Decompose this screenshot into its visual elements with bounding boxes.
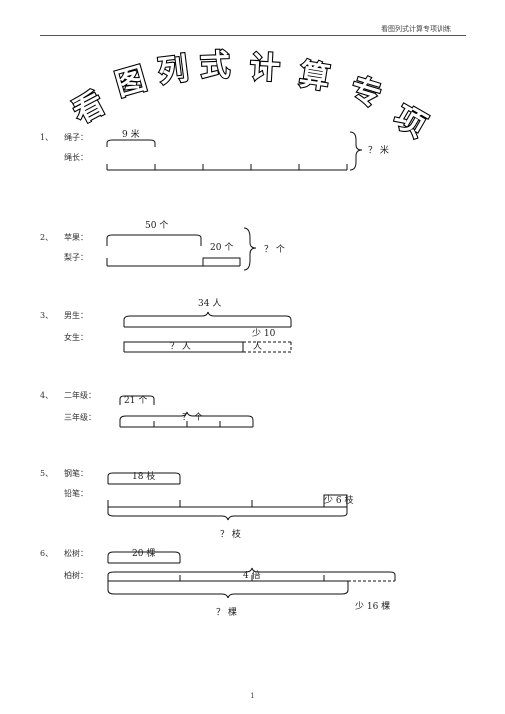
problem-5-text: 5、 钢笔： 铅笔： 18 枝 少 6 枝 ？ 枝 <box>40 468 353 540</box>
row-label: 苹果： <box>64 232 88 242</box>
row-label: 铅笔： <box>64 488 88 498</box>
problem-5 <box>107 472 348 521</box>
row-label: 绳子： <box>64 132 88 142</box>
label-9m: 9 米 <box>122 128 140 140</box>
label-unknown-girls: ？ 人 <box>170 341 191 352</box>
brace-unknown-4 <box>119 411 254 427</box>
problem-1 <box>106 131 363 171</box>
label-20: 20 个 <box>210 242 233 253</box>
problem-1-text: 1、 绳子： 绳长： 9 米 ？ 米 <box>40 128 389 162</box>
label-unit: 人 <box>253 341 262 352</box>
label-18: 18 枝 <box>132 470 155 482</box>
bar-apples <box>106 234 202 246</box>
label-less-10: 少 10 <box>252 328 276 339</box>
segment-20 <box>202 257 241 266</box>
segment-less-6 <box>323 494 348 507</box>
page-number: 1 <box>250 692 255 700</box>
brace-9m <box>106 139 156 147</box>
label-unknown-ge: ？ 个 <box>264 244 285 255</box>
label-34: 34 人 <box>198 298 221 309</box>
row-label: 松树： <box>64 548 88 558</box>
problem-6-text: 6、 松树： 柏树： 20 棵 4 倍 少 16 棵 ？ 棵 <box>40 547 390 618</box>
row-label: 梨子： <box>64 252 88 262</box>
problem-6 <box>107 551 396 599</box>
problem-number: 4、 <box>40 391 53 400</box>
row-label: 绳长： <box>64 152 88 162</box>
row-label: 男生： <box>64 310 88 320</box>
row-label: 钢笔： <box>64 468 88 478</box>
row-label: 三年级： <box>64 412 96 422</box>
problem-3-text: 3、 男生： 女生： 34 人 少 10 人 ？ 人 <box>40 298 276 352</box>
problem-number: 5、 <box>40 469 53 478</box>
title-char-3: 列 <box>156 51 190 89</box>
brace-21 <box>119 395 155 405</box>
label-unknown-4: ？ 个 <box>182 412 203 423</box>
row-label: 柏树： <box>64 570 88 580</box>
problem-number: 3、 <box>40 311 53 320</box>
brace-right-1 <box>349 131 363 171</box>
problem-3 <box>123 311 292 353</box>
title-char-7: 专 <box>346 72 385 114</box>
label-unknown-trees: ？ 棵 <box>216 606 237 618</box>
label-unknown-m: ？ 米 <box>368 144 389 156</box>
label-less-16: 少 16 棵 <box>355 600 390 612</box>
label-unknown-pencils: ？ 枝 <box>220 528 241 540</box>
row-label: 二年级： <box>64 390 96 400</box>
title-char-1: 看 <box>67 86 110 131</box>
title-char-2: 图 <box>112 61 150 103</box>
brace-right-2 <box>243 227 257 271</box>
title-char-8: 项 <box>388 99 431 144</box>
bar-pens <box>107 472 181 484</box>
problem-number: 2、 <box>40 233 53 242</box>
title-char-5: 计 <box>249 50 281 87</box>
problem-4-text: 4、 二年级： 三年级： 21 个 ？ 个 <box>40 390 203 423</box>
title-char-4: 式 <box>199 48 230 84</box>
problem-number: 1、 <box>40 133 53 142</box>
brace-bottom-6 <box>107 581 349 599</box>
label-21: 21 个 <box>124 395 147 406</box>
row-label: 女生： <box>64 332 88 342</box>
problem-4 <box>119 395 254 428</box>
bar-pines <box>107 551 181 563</box>
brace-bottom-5 <box>107 507 348 521</box>
brace-34 <box>123 311 292 327</box>
brace-4x <box>107 567 396 581</box>
label-20-trees: 20 棵 <box>132 547 155 559</box>
label-4x: 4 倍 <box>243 569 261 581</box>
title-char-6: 算 <box>297 57 332 96</box>
problem-2-text: 2、 苹果： 梨子： 50 个 20 个 ？ 个 <box>40 220 285 262</box>
label-50: 50 个 <box>145 220 168 231</box>
header-rule <box>40 35 466 36</box>
problem-2 <box>106 227 257 271</box>
bar-girls <box>123 341 244 352</box>
label-less-6: 少 6 枝 <box>324 494 353 506</box>
problem-number: 6、 <box>40 549 53 558</box>
page-header: 看图列式计算专项训练 <box>381 25 451 33</box>
